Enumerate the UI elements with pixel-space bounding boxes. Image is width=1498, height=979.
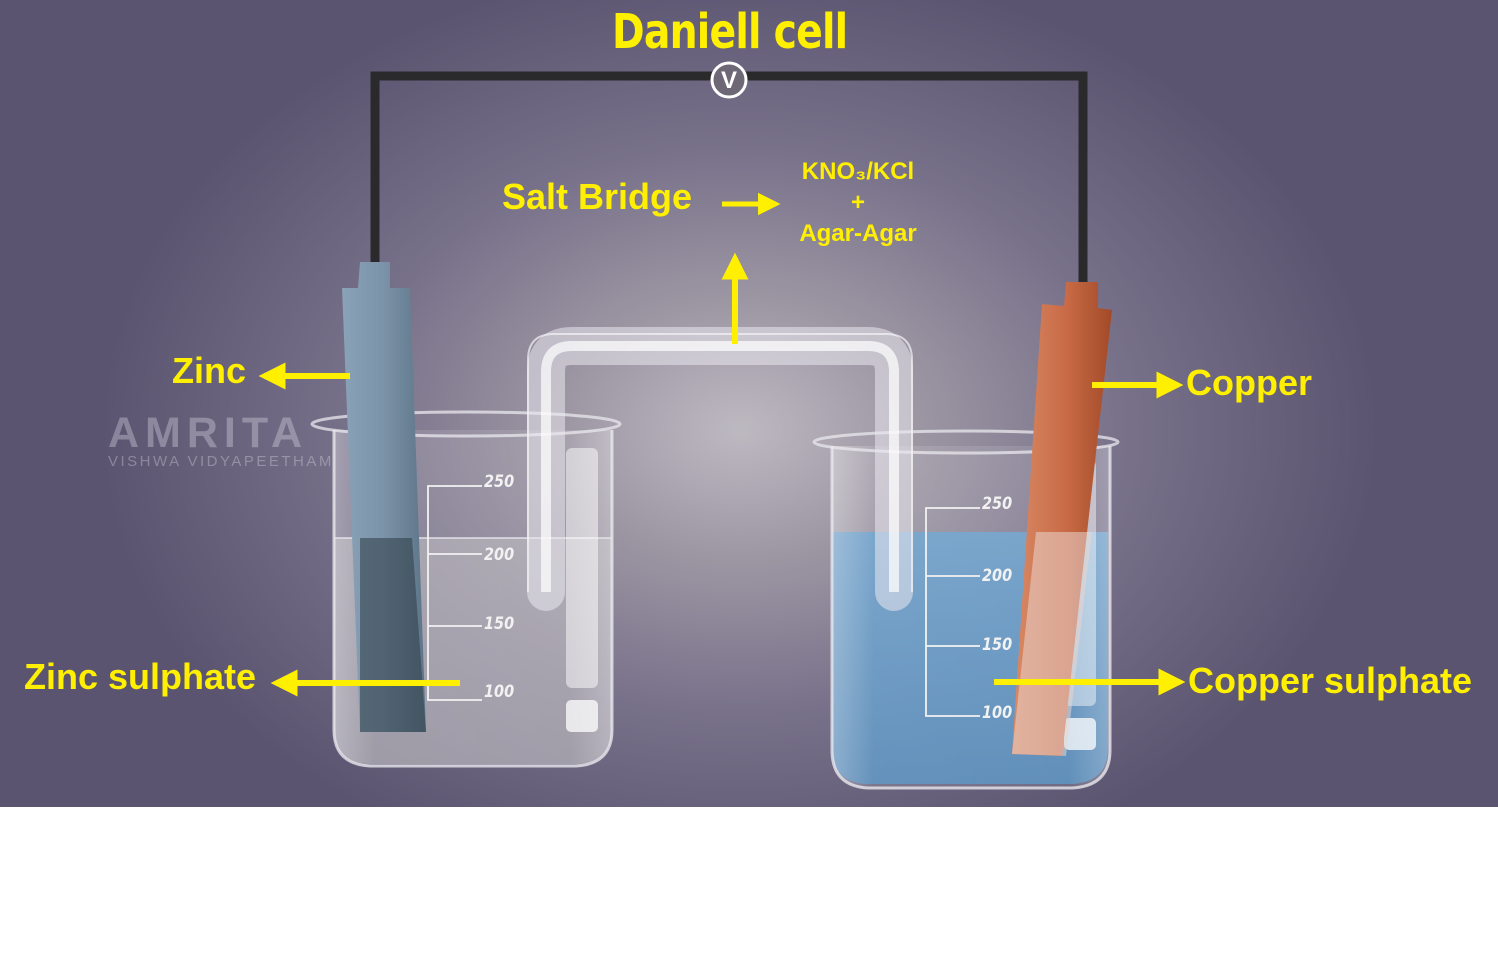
right-scale-100: 100 <box>982 703 1013 723</box>
copper-electrode <box>1012 282 1112 756</box>
right-scale-200: 200 <box>982 566 1013 586</box>
left-scale-100: 100 <box>484 682 515 702</box>
right-scale-250: 250 <box>982 494 1013 514</box>
watermark-name: AMRITA <box>108 409 309 457</box>
left-scale-150: 150 <box>484 614 515 634</box>
composition-line-2: + <box>850 189 865 216</box>
composition-line-3: Agar-Agar <box>799 220 917 247</box>
copper-sulphate-label: Copper sulphate <box>1188 660 1473 701</box>
zinc-label: Zinc <box>172 350 247 391</box>
left-scale-bracket <box>427 485 482 701</box>
voltmeter <box>710 61 748 99</box>
watermark-subtitle: VISHWA VIDYAPEETHAM <box>108 453 334 470</box>
voltmeter-symbol: V <box>720 67 737 94</box>
copper-label: Copper <box>1186 362 1312 403</box>
connecting-wire <box>370 71 1088 282</box>
daniell-cell-scene <box>258 61 1186 790</box>
watermark: AMRITA VISHWA VIDYAPEETHAM <box>108 412 334 470</box>
salt-bridge-label: Salt Bridge <box>502 176 693 217</box>
right-scale-150: 150 <box>982 635 1013 655</box>
composition-line-1: KNO₃/KCl <box>801 158 915 185</box>
diagram-canvas: AMRITA VISHWA VIDYAPEETHAM 250 200 150 1… <box>0 0 1498 807</box>
zinc-sulphate-label: Zinc sulphate <box>24 656 257 697</box>
left-scale-200: 200 <box>484 545 515 565</box>
diagram-title: Daniell cell <box>612 4 848 60</box>
salt-bridge-composition: KNO₃/KCl + Agar-Agar <box>782 156 934 249</box>
right-scale-bracket <box>925 507 980 717</box>
left-scale-250: 250 <box>484 472 515 492</box>
salt-bridge-tube <box>527 327 913 611</box>
